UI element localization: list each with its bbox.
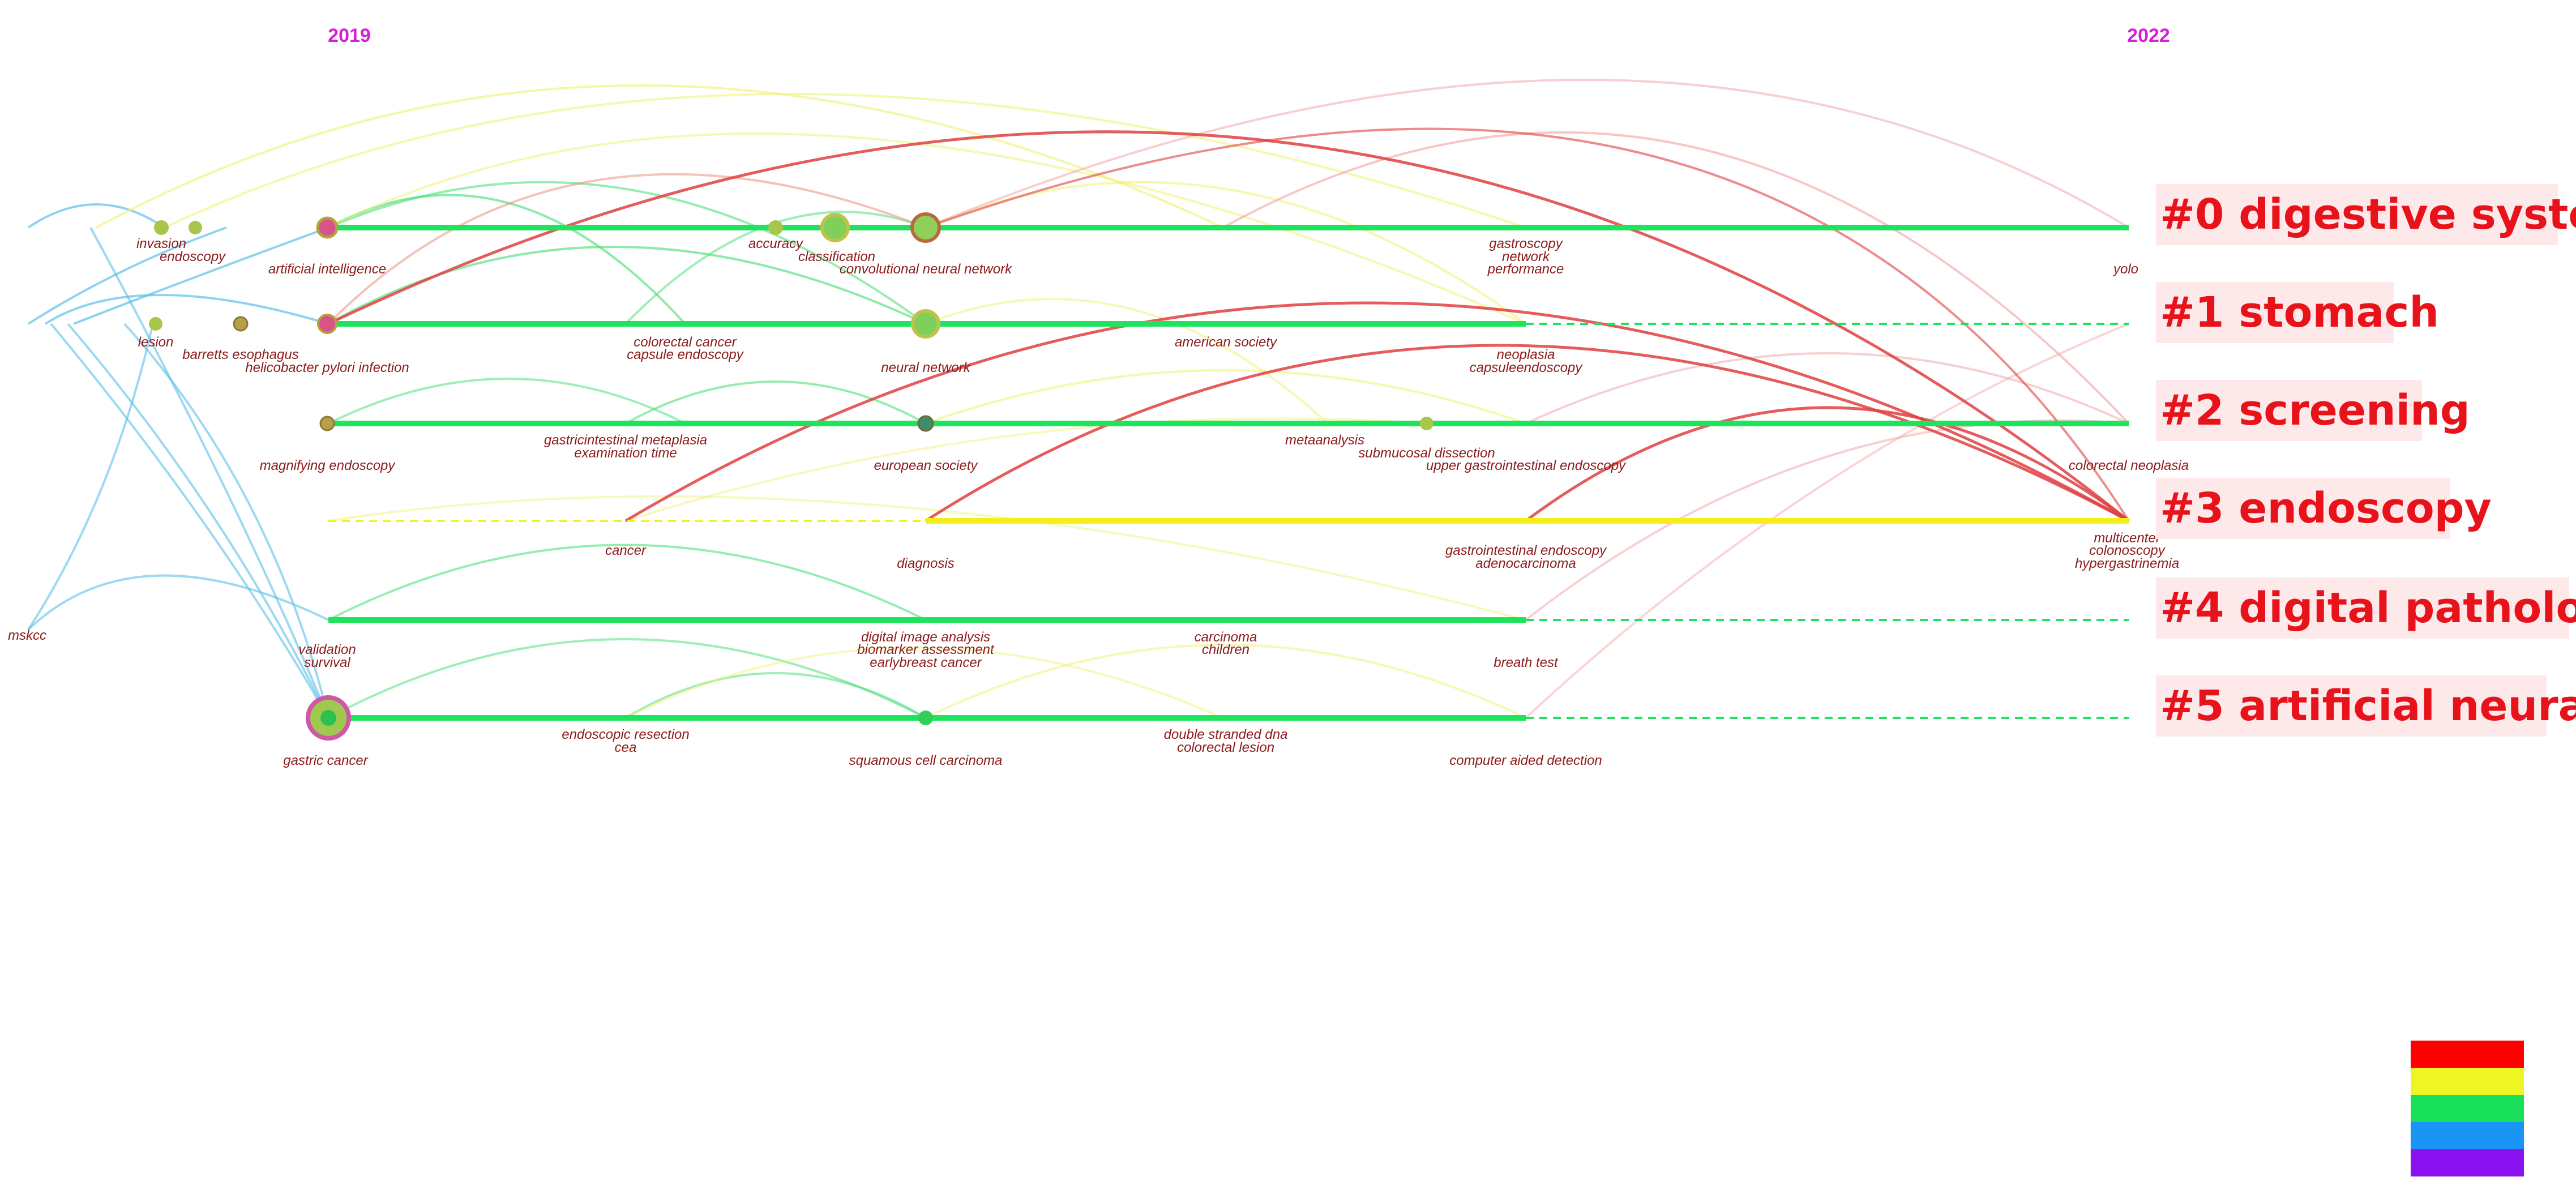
keyword-label[interactable]: european society bbox=[874, 458, 979, 473]
keyword-label[interactable]: validation bbox=[298, 642, 356, 657]
keyword-label[interactable]: endoscopic resection bbox=[562, 727, 689, 742]
keyword-label[interactable]: capsuleendoscopy bbox=[1470, 360, 1584, 375]
node-accuracy[interactable] bbox=[768, 220, 783, 235]
keyword-label[interactable]: helicobacter pylori infection bbox=[245, 360, 409, 375]
cluster-label-bg-3 bbox=[2156, 478, 2450, 539]
cluster-label-3[interactable]: #3 endoscopy bbox=[2160, 484, 2492, 533]
keyword-label[interactable]: gastricintestinal metaplasia bbox=[544, 433, 707, 448]
year-label-end: 2022 bbox=[2127, 25, 2170, 46]
keyword-label[interactable]: submucosal dissection bbox=[1358, 446, 1495, 461]
keyword-label[interactable]: convolutional neural network bbox=[840, 262, 1013, 277]
keyword-label[interactable]: upper gastrointestinal endoscopy bbox=[1426, 458, 1627, 473]
keyword-labels: invasion endoscopy artificial intelligen… bbox=[8, 236, 2189, 768]
keyword-label[interactable]: colonoscopy bbox=[2089, 543, 2166, 558]
keyword-label[interactable]: endoscopy bbox=[160, 249, 226, 264]
keyword-label[interactable]: magnifying endoscopy bbox=[260, 458, 396, 473]
cluster-label-5[interactable]: #5 artificial neura... bbox=[2160, 682, 2576, 730]
keyword-label[interactable]: computer aided detection bbox=[1449, 753, 1602, 768]
node-submucosal-dissection[interactable] bbox=[1420, 417, 1434, 430]
cluster-label-0[interactable]: #0 digestive system bbox=[2160, 190, 2576, 239]
node-endoscopy[interactable] bbox=[189, 221, 202, 234]
cluster-timelines bbox=[328, 225, 2129, 721]
node-classification[interactable] bbox=[820, 213, 850, 242]
keyword-nodes bbox=[149, 212, 1434, 741]
keyword-label[interactable]: children bbox=[1202, 642, 1250, 657]
keyword-label[interactable]: yolo bbox=[2112, 262, 2138, 277]
node-convolutional-neural-network[interactable] bbox=[910, 212, 941, 243]
keyword-label[interactable]: breath test bbox=[1494, 655, 1559, 670]
node-invasion[interactable] bbox=[154, 220, 169, 235]
node-european-society[interactable] bbox=[917, 415, 934, 432]
cluster-label-bg-0 bbox=[2156, 184, 2558, 245]
keyword-label[interactable]: biomarker assessment bbox=[857, 642, 995, 657]
keyword-label[interactable]: accuracy bbox=[748, 236, 804, 251]
cluster-label-bg-5 bbox=[2156, 675, 2547, 737]
keyword-label[interactable]: neoplasia bbox=[1497, 347, 1555, 362]
keyword-label[interactable]: digital image analysis bbox=[861, 630, 990, 645]
node-lesion[interactable] bbox=[149, 317, 162, 331]
keyword-label[interactable]: mskcc bbox=[8, 628, 46, 643]
keyword-label[interactable]: network bbox=[1502, 249, 1551, 264]
keyword-label[interactable]: lesion bbox=[138, 335, 174, 350]
legend-swatch bbox=[2411, 1041, 2524, 1068]
keyword-label[interactable]: cancer bbox=[605, 543, 647, 558]
legend-swatch bbox=[2411, 1068, 2524, 1095]
keyword-label[interactable]: adenocarcinoma bbox=[1475, 556, 1576, 571]
year-label-start: 2019 bbox=[328, 25, 371, 46]
keyword-label[interactable]: gastric cancer bbox=[283, 753, 368, 768]
keyword-label[interactable]: gastrointestinal endoscopy bbox=[1445, 543, 1607, 558]
link-arcs bbox=[27, 79, 2130, 719]
keyword-label[interactable]: double stranded dna bbox=[1164, 727, 1288, 742]
keyword-label[interactable]: survival bbox=[304, 655, 350, 670]
node-magnifying-endoscopy[interactable] bbox=[319, 416, 335, 431]
keyword-label[interactable]: colorectal cancer bbox=[634, 335, 737, 350]
keyword-label[interactable]: earlybreast cancer bbox=[870, 655, 982, 670]
keyword-label[interactable]: metaanalysis bbox=[1285, 433, 1364, 448]
keyword-label[interactable]: colorectal neoplasia bbox=[2069, 458, 2189, 473]
node-helicobacter-pylori-infection[interactable] bbox=[317, 314, 337, 334]
node-artificial-intelligence[interactable] bbox=[316, 216, 339, 239]
keyword-label[interactable]: invasion bbox=[136, 236, 186, 251]
cluster-label-4[interactable]: #4 digital patholog... bbox=[2160, 584, 2576, 632]
keyword-label[interactable]: barretts esophagus bbox=[182, 347, 298, 362]
keyword-label[interactable]: neural network bbox=[881, 360, 971, 375]
keyword-label[interactable]: capsule endoscopy bbox=[627, 347, 744, 362]
keyword-label[interactable]: examination time bbox=[574, 446, 677, 461]
legend-swatch bbox=[2411, 1122, 2524, 1149]
cluster-label-bg-2 bbox=[2156, 380, 2422, 441]
keyword-label[interactable]: classification bbox=[798, 249, 875, 264]
keyword-label[interactable]: hypergastrinemia bbox=[2075, 556, 2179, 571]
color-legend bbox=[2411, 1041, 2524, 1176]
keyword-label[interactable]: diagnosis bbox=[897, 556, 954, 571]
node-gastric-cancer-core bbox=[320, 710, 336, 726]
node-neural-network[interactable] bbox=[911, 309, 940, 339]
cluster-labels: #0 digestive system #1 stomach #2 screen… bbox=[2156, 184, 2576, 737]
keyword-label[interactable]: colorectal lesion bbox=[1177, 740, 1274, 755]
keyword-label[interactable]: squamous cell carcinoma bbox=[849, 753, 1003, 768]
legend-swatch bbox=[2411, 1095, 2524, 1122]
keyword-label[interactable]: performance bbox=[1487, 262, 1564, 277]
keyword-label[interactable]: gastroscopy bbox=[1489, 236, 1563, 251]
cluster-label-1[interactable]: #1 stomach bbox=[2160, 288, 2439, 337]
keyword-label[interactable]: multicenter bbox=[2094, 530, 2160, 546]
cluster-label-2[interactable]: #2 screening bbox=[2160, 386, 2470, 435]
cluster-label-bg-4 bbox=[2156, 577, 2569, 639]
keyword-label[interactable]: artificial intelligence bbox=[268, 262, 386, 277]
node-squamous-cell-carcinoma[interactable] bbox=[918, 711, 933, 725]
cluster-label-bg-1 bbox=[2156, 282, 2394, 343]
keyword-label[interactable]: cea bbox=[615, 740, 637, 755]
keyword-label[interactable]: american society bbox=[1175, 335, 1278, 350]
legend-swatch bbox=[2411, 1149, 2524, 1176]
node-barretts-esophagus[interactable] bbox=[233, 316, 249, 332]
keyword-label[interactable]: carcinoma bbox=[1195, 630, 1257, 645]
